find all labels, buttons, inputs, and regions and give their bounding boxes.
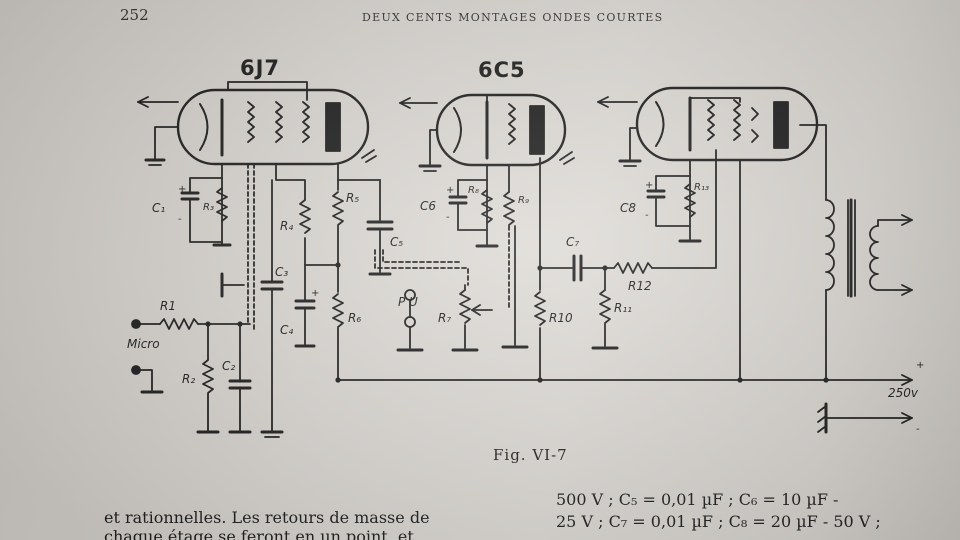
label-r11: R₁₁ bbox=[614, 301, 632, 315]
label-r7: R₇ bbox=[438, 311, 451, 325]
label-minus-rail: - bbox=[916, 424, 920, 435]
label-r13: R₁₃ bbox=[694, 182, 709, 193]
body-right-line1: 500 V ; C₅ = 0,01 µF ; C₆ = 10 µF - bbox=[556, 490, 839, 509]
label-c4: C₄ bbox=[280, 323, 293, 337]
label-r8: R₈ bbox=[468, 185, 479, 196]
label-c1: C₁ bbox=[152, 201, 165, 215]
label-plus-c8: + bbox=[645, 180, 653, 191]
body-right-line2: 25 V ; C₇ = 0,01 µF ; C₈ = 20 µF - 50 V … bbox=[556, 512, 881, 531]
label-r6: R₆ bbox=[348, 311, 361, 325]
label-c5: C₅ bbox=[390, 235, 403, 249]
tube-6j7 bbox=[137, 81, 377, 166]
label-r2: R₂ bbox=[182, 372, 195, 386]
tube-label-6j7: 6J7 bbox=[240, 56, 281, 80]
label-r12: R12 bbox=[628, 279, 652, 293]
label-r10: R10 bbox=[549, 311, 573, 325]
label-r9: R₉ bbox=[518, 195, 529, 206]
label-r1: R1 bbox=[160, 299, 176, 313]
tube-6c5 bbox=[399, 93, 575, 167]
figure-caption: Fig. VI-7 bbox=[493, 446, 568, 464]
label-minus-c8: - bbox=[645, 210, 649, 221]
body-left-line2: chaque étage se feront en un point, et bbox=[104, 527, 414, 540]
label-plus-rail: + bbox=[916, 360, 924, 371]
label-micro: Micro bbox=[127, 337, 160, 351]
tube-power-pentode bbox=[597, 86, 819, 162]
label-c2: C₂ bbox=[222, 359, 235, 373]
label-minus-c6: - bbox=[446, 212, 450, 223]
label-plus-c4: + bbox=[311, 288, 319, 299]
page-number: 252 bbox=[120, 6, 149, 24]
label-r3: R₃ bbox=[203, 202, 214, 213]
label-plus-c1: + bbox=[178, 184, 186, 195]
label-plus-c6: + bbox=[446, 185, 454, 196]
label-c7: C₇ bbox=[566, 235, 579, 249]
label-r5: R₅ bbox=[346, 191, 359, 205]
label-voltage: 250v bbox=[888, 386, 919, 400]
label-pu: P U bbox=[398, 295, 418, 309]
label-c3: C₃ bbox=[275, 265, 288, 279]
body-left-line1: et rationnelles. Les retours de masse de bbox=[104, 508, 430, 527]
running-header: DEUX CENTS MONTAGES ONDES COURTES bbox=[362, 11, 664, 24]
label-c6: C6 bbox=[420, 199, 436, 213]
tube-label-6c5: 6C5 bbox=[478, 58, 526, 82]
label-r4: R₄ bbox=[280, 219, 293, 233]
label-minus-c1: - bbox=[178, 214, 182, 225]
label-c8: C8 bbox=[620, 201, 636, 215]
